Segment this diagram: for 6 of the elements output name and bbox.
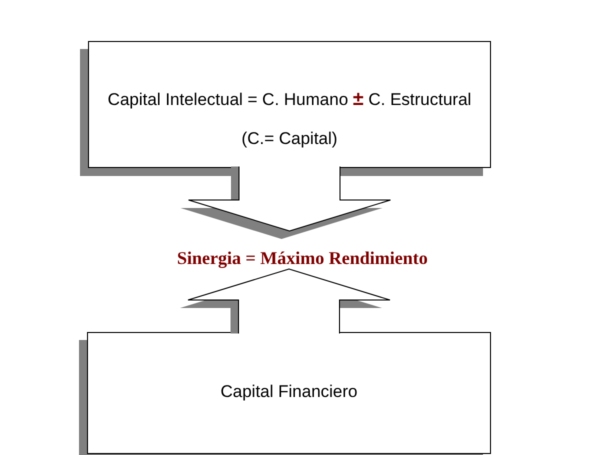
note-text: (C.= Capital) bbox=[242, 129, 338, 149]
block-arrow bbox=[180, 268, 390, 334]
box-label: Capital Financiero bbox=[220, 382, 358, 402]
formula-text: Capital Intelectual = C. Humano ± C. Estructural bbox=[108, 89, 472, 110]
result-label: Sinergia = Máximo Rendimiento bbox=[177, 247, 428, 269]
block-arrow bbox=[180, 166, 391, 239]
